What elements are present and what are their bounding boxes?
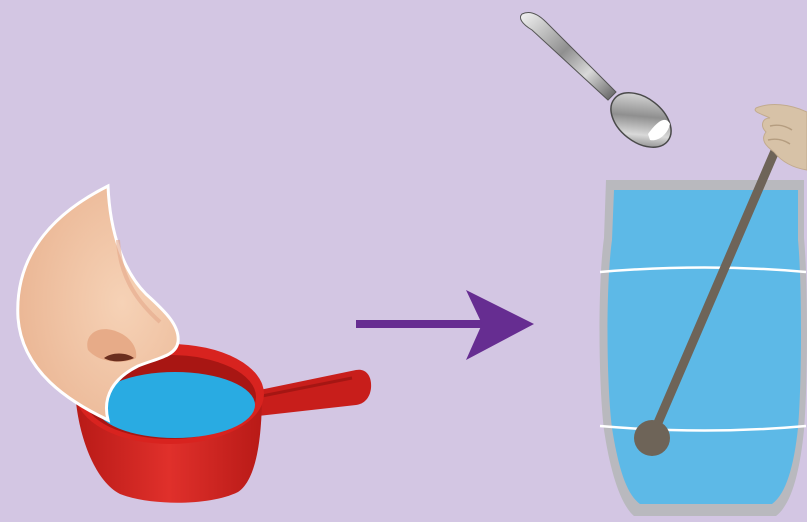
stirring-rod-icon [634,139,783,456]
arrow-right-icon [356,290,534,360]
nose-icon [16,183,180,423]
spoon-icon [519,11,672,148]
saucepan-icon [76,344,372,503]
hand-icon [754,104,807,171]
jar-icon [599,180,807,516]
